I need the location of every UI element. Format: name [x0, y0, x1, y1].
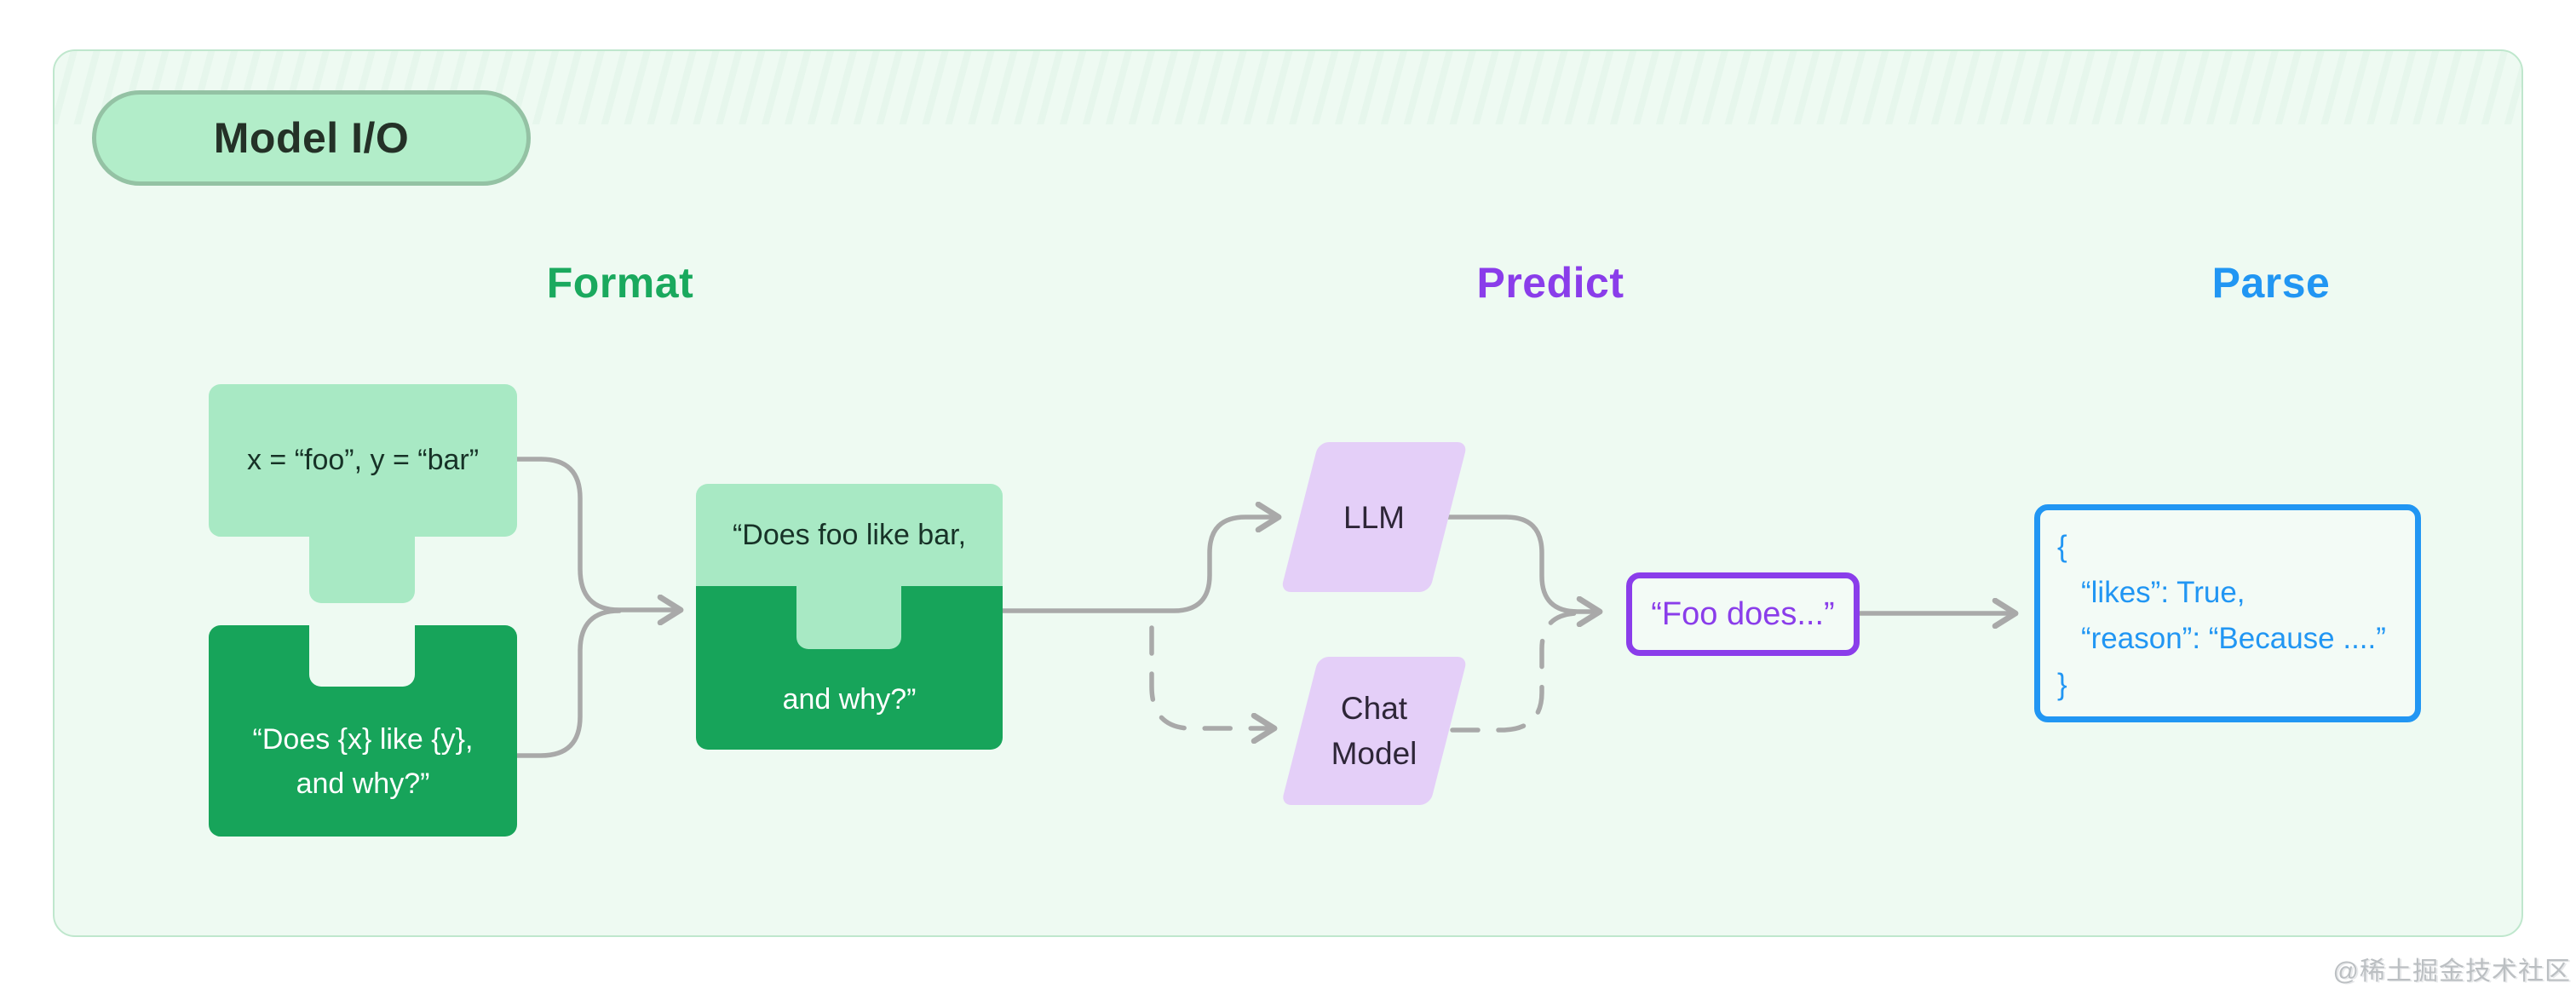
- llm-label: LLM: [1343, 499, 1405, 535]
- connector-prompt-to-chat-model: [1149, 625, 1274, 728]
- connector-prompt-to-llm: [1000, 517, 1279, 613]
- model-io-badge: Model I/O: [92, 90, 531, 186]
- model-io-badge-label: Model I/O: [213, 114, 410, 162]
- connector-variables-to-prompt: [515, 457, 681, 610]
- template-text-line1: “Does {x} like {y},: [252, 723, 474, 756]
- llm-label-wrap: LLM: [1280, 442, 1468, 592]
- json-line-close-brace: }: [2057, 668, 2067, 701]
- watermark: @稀土掘金技术社区: [2332, 957, 2571, 986]
- variables-block: x = “foo”, y = “bar”: [209, 384, 517, 537]
- template-block-notch: [309, 624, 415, 687]
- connector-chat-model-to-output: [1450, 611, 1578, 733]
- stage-title-parse: Parse: [2143, 256, 2399, 310]
- connector-llm-to-output: [1446, 515, 1600, 612]
- stage-title-parse-label: Parse: [2211, 259, 2331, 307]
- prompt-text-line2: and why?”: [782, 682, 917, 716]
- prompt-block-top: “Does foo like bar,: [696, 484, 1003, 586]
- variables-block-tab: [309, 530, 415, 603]
- variables-text: x = “foo”, y = “bar”: [246, 444, 480, 476]
- chat-model-label-line2: Model: [1331, 736, 1417, 771]
- json-line-reason: “reason”: “Because ....”: [2081, 622, 2386, 655]
- prompt-text-line1: “Does foo like bar,: [732, 518, 967, 551]
- chat-model-label-line1: Chat: [1340, 691, 1408, 726]
- json-line-likes: “likes”: True,: [2081, 576, 2245, 609]
- llm-output-box: “Foo does...”: [1626, 572, 1860, 656]
- prompt-block-tab: [796, 583, 901, 649]
- stage-title-format-label: Format: [546, 259, 694, 307]
- stage-title-predict: Predict: [1423, 256, 1678, 310]
- connector-template-to-prompt: [515, 608, 622, 758]
- template-text: “Does {x} like {y}, and why?”: [209, 687, 517, 837]
- llm-output-text: “Foo does...”: [1651, 595, 1835, 632]
- chat-model-label-wrap: Chat Model: [1280, 657, 1468, 805]
- stage-title-predict-label: Predict: [1476, 259, 1624, 307]
- parsed-json-box: { “likes”: True, “reason”: “Because ....…: [2034, 504, 2421, 722]
- prompt-text-line2-wrap: and why?”: [696, 649, 1003, 750]
- template-text-line2: and why?”: [296, 768, 430, 800]
- stage-title-format: Format: [492, 256, 748, 310]
- json-line-open-brace: {: [2057, 530, 2067, 563]
